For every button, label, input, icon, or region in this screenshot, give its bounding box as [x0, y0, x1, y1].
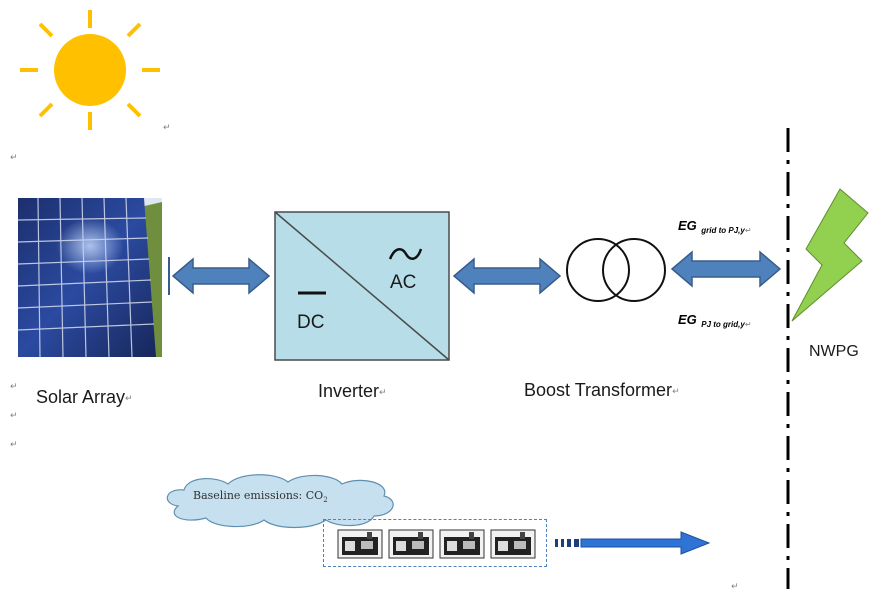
factory-group: [323, 519, 547, 567]
factory-icon: [490, 529, 536, 559]
paragraph-mark: ↵: [10, 440, 18, 450]
factory-icon: [337, 529, 383, 559]
transformer-grid-arrow: [670, 250, 782, 288]
paragraph-mark: ↵: [731, 582, 739, 589]
paragraph-mark: ↵: [10, 153, 18, 163]
co2-subscript: 2: [323, 496, 328, 504]
solar-array-label: Solar Array↵: [36, 388, 133, 406]
inverter-text: Inverter: [318, 381, 380, 401]
flow-label-project-to-grid: EG PJ to grid,y↵: [678, 312, 752, 329]
solar-inverter-arrow: [168, 257, 271, 295]
emissions-text: Baseline emissions: CO: [193, 489, 324, 502]
paragraph-mark: ↵: [672, 387, 680, 397]
emissions-cloud: [166, 474, 394, 529]
sun-icon: [20, 10, 160, 130]
paragraph-mark: ↵: [744, 320, 752, 329]
inverter-label: Inverter↵: [318, 382, 387, 400]
paragraph-mark: ↵: [744, 226, 752, 235]
grid-boundary-line: [786, 128, 790, 589]
transformer-symbol: [566, 238, 666, 302]
paragraph-mark: ↵: [10, 411, 18, 421]
flow-subscript: PJ to grid,y: [701, 320, 745, 329]
boost-transformer-label: Boost Transformer↵: [524, 381, 680, 399]
ac-wave-symbol: [388, 248, 423, 260]
paragraph-mark: ↵: [379, 388, 387, 398]
emissions-arrow: [555, 531, 711, 555]
paragraph-mark: ↵: [163, 123, 171, 133]
ac-label: AC: [390, 272, 417, 293]
lightning-bolt-icon: [791, 188, 869, 322]
flow-subscript: grid to PJ,y: [701, 226, 745, 235]
dc-label: DC: [297, 312, 325, 333]
baseline-emissions-label: Baseline emissions: CO2: [193, 489, 328, 504]
flow-label-grid-to-project: EG grid to PJ,y↵: [678, 218, 752, 235]
flow-main: EG: [678, 312, 697, 327]
boost-transformer-text: Boost Transformer: [524, 380, 673, 400]
paragraph-mark: ↵: [125, 394, 133, 404]
grid-label: NWPG: [809, 343, 859, 360]
paragraph-mark: ↵: [10, 382, 18, 392]
inverter-box: [274, 211, 450, 361]
solar-panel-image: [18, 198, 162, 357]
factory-icons: [337, 529, 536, 559]
factory-icon: [388, 529, 434, 559]
factory-icon: [439, 529, 485, 559]
inverter-transformer-arrow: [452, 257, 562, 295]
solar-array-text: Solar Array: [36, 387, 126, 407]
flow-main: EG: [678, 218, 697, 233]
